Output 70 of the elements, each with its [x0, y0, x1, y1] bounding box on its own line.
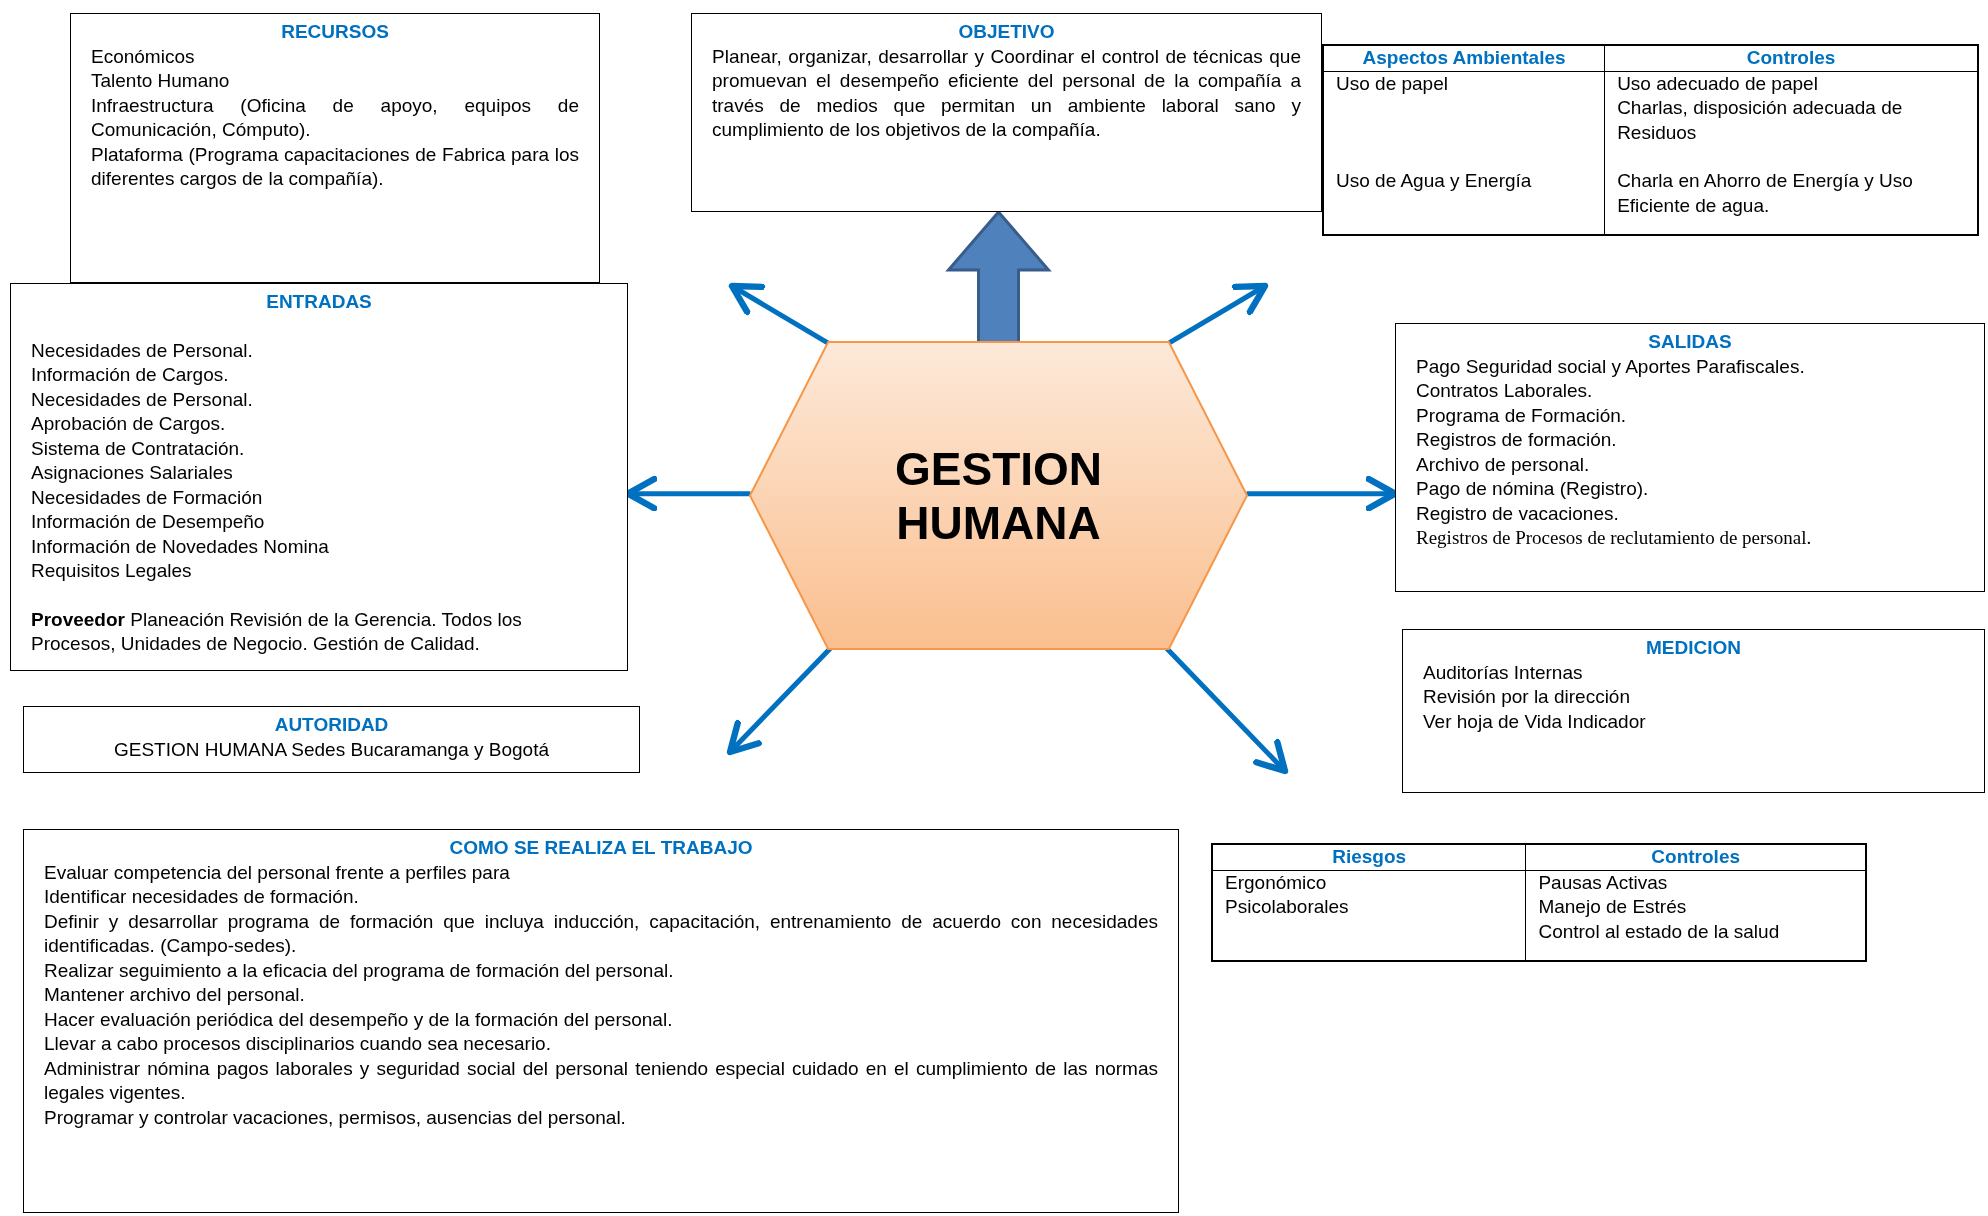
cell-text: Uso de papel — [1336, 71, 1449, 96]
measurement-box — [1402, 629, 1985, 793]
body-text: Planear, organizar, desarrollar y Coordinar el control de técnicas que promuevan el desempeño eficiente del personal de la compañía a través de medios que permitan un ambiente laboral sano y cumplimiento de los objetivos de la compañía. — [712, 44, 1301, 142]
cell-text: Pausas Activas — [1538, 870, 1669, 895]
arrow — [726, 646, 833, 756]
body-text: Sistema de Contratación. — [31, 436, 246, 461]
outputs-box — [1395, 323, 1985, 592]
box-title: SALIDAS — [1647, 330, 1733, 354]
box-title: RECURSOS — [280, 20, 390, 44]
box-title: MEDICION — [1645, 636, 1742, 660]
body-text: Registro de vacaciones. — [1416, 501, 1620, 526]
body-text: Información de Cargos. — [31, 363, 230, 387]
arrow — [728, 282, 830, 346]
cell-text: Psicolaborales — [1225, 895, 1350, 919]
body-text: Revisión por la dirección — [1423, 685, 1631, 709]
body-text: Administrar nómina pagos laborales y seguridad social del personal teniendo especial cuidado en el cumplimiento de las normas legales vigentes. — [44, 1056, 1158, 1105]
process-title: GESTION HUMANA — [894, 441, 1103, 550]
body-text: Registros de formación. — [1416, 428, 1618, 452]
box-title: AUTORIDAD — [273, 713, 390, 737]
body-text: Talento Humano — [91, 69, 231, 93]
body-text: Llevar a cabo procesos disciplinarios cuando sea necesario. — [44, 1032, 552, 1056]
body-text: Pago de nómina (Registro). — [1416, 477, 1650, 501]
column-header: Controles — [1525, 844, 1866, 870]
cell-text: Ergonómico — [1225, 870, 1328, 895]
body-text: Asignaciones Salariales — [31, 461, 234, 485]
body-text: Información de Desempeño — [31, 510, 266, 534]
body-text: Necesidades de Personal. — [31, 387, 254, 412]
body-text: Plataforma (Programa capacitaciones de Fabrica para los diferentes cargos de la compañía). — [91, 142, 579, 191]
body-text: Ver hoja de Vida Indicador — [1423, 709, 1647, 734]
cell-text: Charla en Ahorro de Energía y Uso Eficiente de agua. — [1617, 169, 1914, 218]
body-text: Pago Seguridad social y Aportes Parafiscales. — [1416, 354, 1806, 379]
body-text: Evaluar competencia del personal frente a perfiles para — [44, 860, 511, 885]
cell-text: Control al estado de la salud — [1538, 919, 1781, 944]
box-title: COMO SE REALIZA EL TRABAJO — [448, 836, 754, 860]
body-text: Necesidades de Formación — [31, 485, 264, 510]
body-text: Aprobación de Cargos. — [31, 412, 227, 436]
body-text: Proveedor Planeación Revisión de la Gerencia. Todos los Procesos, Unidades de Negocio. Gestión de Calidad. — [31, 607, 523, 656]
column-header: Aspectos Ambientales — [1323, 45, 1605, 71]
column-header: Riesgos — [1212, 844, 1526, 870]
body-text: Información de Novedades Nomina — [31, 534, 330, 559]
body-text: Realizar seguimiento a la eficacia del programa de formación del personal. — [44, 958, 675, 983]
body-text: Económicos — [91, 44, 196, 69]
body-text: Auditorías Internas — [1423, 660, 1584, 685]
body-text: Registros de Procesos de reclutamiento de personal. — [1416, 526, 1813, 550]
authority-box — [23, 706, 640, 773]
arrow — [1164, 646, 1289, 775]
cell-text: Manejo de Estrés — [1538, 895, 1688, 919]
box-title: ENTRADAS — [265, 290, 373, 314]
body-text: Definir y desarrollar programa de formación que incluya inducción, capacitación, entrenamiento de acuerdo con necesidades identificadas. (Campo-sedes). — [44, 909, 1158, 958]
body-text: Requisitos Legales — [31, 559, 193, 583]
cell-text: Charlas, disposición adecuada de Residuos — [1617, 96, 1904, 145]
body-text: Infraestructura (Oficina de apoyo, equipos de Comunicación, Cómputo). — [91, 93, 579, 142]
inputs-box — [10, 283, 628, 671]
objective-box — [691, 13, 1322, 212]
body-text: Programa de Formación. — [1416, 403, 1628, 428]
column-header: Controles — [1604, 45, 1978, 71]
work-method-box — [23, 829, 1179, 1213]
body-text: Contratos Laborales. — [1416, 379, 1594, 403]
body-text: Identificar necesidades de formación. — [44, 885, 360, 909]
body-text: Necesidades de Personal. — [31, 338, 254, 363]
arrow — [1167, 282, 1269, 346]
body-text: Archivo de personal. — [1416, 452, 1591, 477]
body-text: Programar y controlar vacaciones, permisos, ausencias del personal. — [44, 1105, 627, 1130]
cell-text: Uso adecuado de papel — [1617, 71, 1819, 96]
body-text: Hacer evaluación periódica del desempeño y de la formación del personal. — [44, 1007, 674, 1032]
body-text: GESTION HUMANA Sedes Bucaramanga y Bogotá — [112, 737, 551, 762]
body-text: Mantener archivo del personal. — [44, 983, 306, 1007]
resources-box — [70, 13, 600, 283]
box-title: OBJETIVO — [957, 20, 1056, 44]
cell-text: Uso de Agua y Energía — [1336, 169, 1533, 193]
